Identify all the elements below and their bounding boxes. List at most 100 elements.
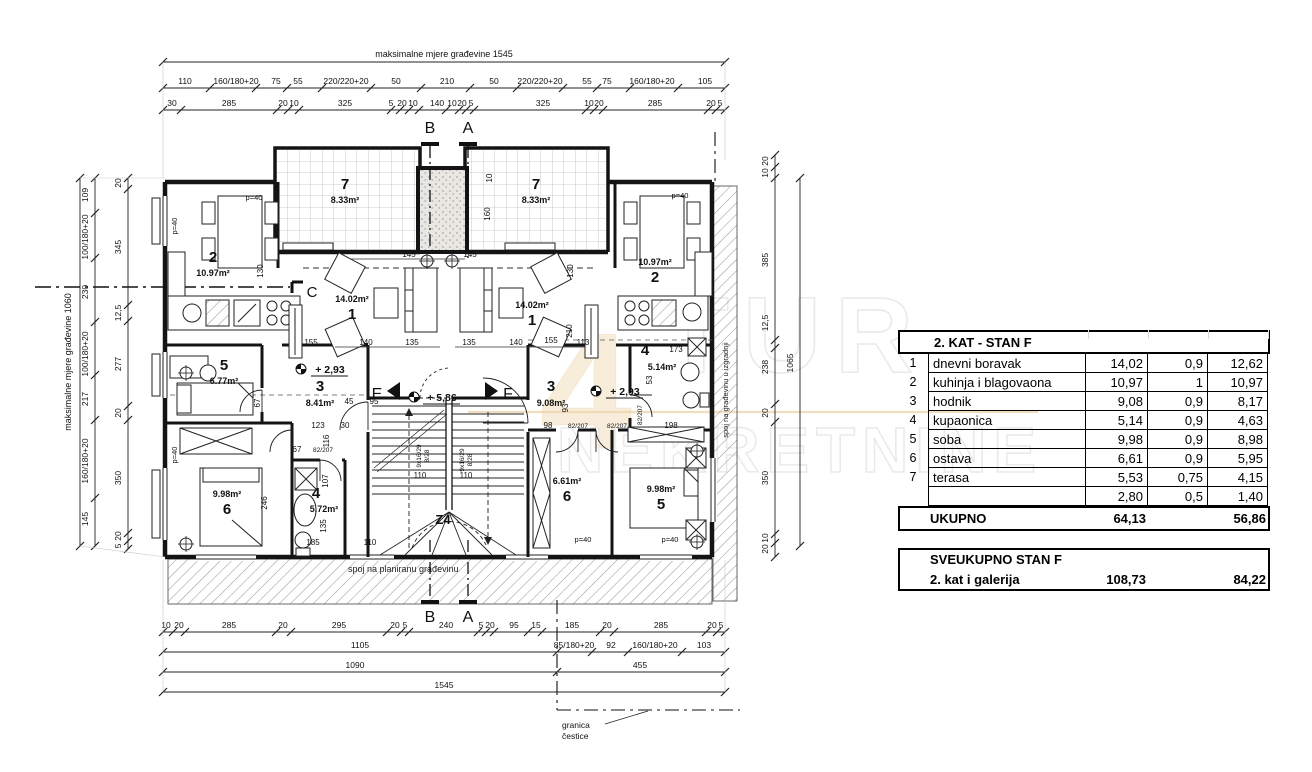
svg-text:95: 95 bbox=[370, 397, 379, 406]
svg-text:217: 217 bbox=[80, 392, 90, 406]
ghost-gridline bbox=[1268, 330, 1269, 339]
svg-text:240: 240 bbox=[439, 620, 453, 630]
svg-text:110: 110 bbox=[178, 76, 192, 86]
svg-text:75: 75 bbox=[602, 76, 612, 86]
svg-text:113: 113 bbox=[577, 338, 590, 347]
svg-text:4: 4 bbox=[641, 342, 650, 359]
svg-text:7: 7 bbox=[341, 176, 349, 193]
parcel-boundary-label: granica čestice bbox=[562, 710, 649, 741]
guide-lines bbox=[79, 62, 726, 692]
svg-text:9x16/29: 9x16/29 bbox=[459, 448, 466, 472]
grand-label-2: 2. kat i galerija bbox=[930, 571, 1020, 587]
svg-text:30: 30 bbox=[167, 98, 177, 108]
svg-text:3: 3 bbox=[316, 378, 324, 395]
level-marks: + 2,93 + 5,86 + 2,93 bbox=[295, 363, 643, 405]
svg-text:9.98m²: 9.98m² bbox=[647, 484, 676, 494]
svg-text:10: 10 bbox=[485, 173, 494, 182]
svg-text:220/220+20: 220/220+20 bbox=[323, 76, 368, 86]
interior-dimensions: 145 130 155 140 135 67 45 95 123 30 67 8… bbox=[253, 173, 683, 547]
svg-text:123: 123 bbox=[311, 421, 325, 430]
svg-text:67: 67 bbox=[293, 445, 302, 454]
svg-text:12,5: 12,5 bbox=[113, 304, 123, 321]
table-gap bbox=[898, 531, 1270, 548]
svg-text:220/220+20: 220/220+20 bbox=[517, 76, 562, 86]
dimensions-bottom: 10 20 285 20 295 20 5 240 5 20 95 15 185… bbox=[158, 620, 730, 741]
svg-text:10: 10 bbox=[584, 98, 594, 108]
table-row: 6 ostava 6,61 0,9 5,95 bbox=[898, 449, 1270, 468]
terraces-and-shaft bbox=[273, 146, 610, 254]
svg-text:+ 2,93: + 2,93 bbox=[610, 386, 640, 398]
svg-text:135: 135 bbox=[405, 338, 419, 347]
svg-text:p=40: p=40 bbox=[246, 193, 263, 202]
svg-text:20: 20 bbox=[457, 98, 467, 108]
svg-text:10: 10 bbox=[161, 620, 171, 630]
table-row: 1 dnevni boravak 14,02 0,9 12,62 bbox=[898, 354, 1270, 373]
svg-text:20: 20 bbox=[278, 620, 288, 630]
svg-text:5: 5 bbox=[719, 620, 724, 630]
svg-text:92: 92 bbox=[606, 640, 616, 650]
svg-text:145: 145 bbox=[80, 512, 90, 526]
ghost-gridline bbox=[1148, 330, 1149, 339]
svg-text:maksimalne mjere građevine 154: maksimalne mjere građevine 1545 bbox=[375, 49, 513, 59]
svg-text:6.61m²: 6.61m² bbox=[553, 476, 582, 486]
svg-text:85/180+20: 85/180+20 bbox=[554, 640, 595, 650]
svg-text:110: 110 bbox=[414, 471, 427, 480]
svg-text:+ 5,86: + 5,86 bbox=[427, 392, 457, 404]
svg-text:238: 238 bbox=[760, 360, 770, 374]
svg-text:173: 173 bbox=[669, 345, 683, 354]
area-table: 2. KAT - STAN F 1 dnevni boravak 14,02 0… bbox=[898, 330, 1270, 591]
svg-text:155: 155 bbox=[304, 338, 318, 347]
section-markers: B A B A C E F bbox=[290, 120, 513, 626]
svg-text:8/28: 8/28 bbox=[467, 453, 474, 466]
svg-text:15: 15 bbox=[531, 620, 541, 630]
svg-text:5: 5 bbox=[718, 98, 723, 108]
svg-text:3: 3 bbox=[547, 378, 555, 395]
svg-text:10: 10 bbox=[447, 98, 457, 108]
svg-text:110: 110 bbox=[364, 538, 377, 547]
svg-text:granica: granica bbox=[562, 720, 590, 730]
svg-text:105: 105 bbox=[698, 76, 712, 86]
svg-text:135: 135 bbox=[319, 519, 328, 533]
svg-text:55: 55 bbox=[293, 76, 303, 86]
svg-text:455: 455 bbox=[633, 660, 647, 670]
table-body: 1 dnevni boravak 14,02 0,9 12,62 2 kuhin… bbox=[898, 354, 1270, 506]
svg-text:185: 185 bbox=[565, 620, 579, 630]
svg-text:350: 350 bbox=[113, 471, 123, 485]
svg-text:9.08m²: 9.08m² bbox=[537, 398, 566, 408]
svg-text:246: 246 bbox=[260, 496, 269, 510]
svg-text:140: 140 bbox=[430, 98, 444, 108]
svg-text:5: 5 bbox=[389, 98, 394, 108]
svg-text:p=40: p=40 bbox=[672, 191, 689, 200]
total-label: UKUPNO bbox=[930, 511, 987, 526]
svg-text:210: 210 bbox=[440, 76, 454, 86]
table-total-row: UKUPNO 64,13 56,86 bbox=[898, 506, 1270, 531]
svg-text:8.33m²: 8.33m² bbox=[522, 195, 551, 205]
svg-text:1065: 1065 bbox=[785, 353, 795, 372]
svg-text:20: 20 bbox=[485, 620, 495, 630]
svg-text:210: 210 bbox=[565, 324, 574, 338]
svg-text:100/180+20: 100/180+20 bbox=[80, 331, 90, 376]
svg-text:230: 230 bbox=[80, 285, 90, 299]
svg-text:20: 20 bbox=[760, 544, 770, 554]
svg-text:103: 103 bbox=[697, 640, 711, 650]
svg-text:A: A bbox=[463, 609, 474, 626]
svg-text:20: 20 bbox=[594, 98, 604, 108]
svg-text:135: 135 bbox=[462, 338, 476, 347]
grand-area: 108,73 bbox=[1106, 571, 1146, 587]
svg-text:A: A bbox=[463, 120, 474, 137]
svg-text:20: 20 bbox=[397, 98, 407, 108]
svg-text:140: 140 bbox=[359, 338, 373, 347]
svg-text:E: E bbox=[372, 386, 383, 403]
svg-text:55: 55 bbox=[582, 76, 592, 86]
table-row: 2,80 0,5 1,40 bbox=[898, 487, 1270, 506]
svg-text:10.97m²: 10.97m² bbox=[638, 257, 672, 267]
svg-text:155: 155 bbox=[544, 336, 558, 345]
svg-text:285: 285 bbox=[222, 620, 236, 630]
svg-text:350: 350 bbox=[760, 471, 770, 485]
svg-text:6.77m²: 6.77m² bbox=[210, 376, 239, 386]
svg-text:130: 130 bbox=[566, 264, 575, 278]
svg-text:p=40: p=40 bbox=[170, 218, 179, 235]
svg-text:p=40: p=40 bbox=[662, 535, 679, 544]
stair-labels: Z4 9x16/29 8/28 9x16/29 8/28 bbox=[416, 444, 474, 527]
svg-text:5: 5 bbox=[403, 620, 408, 630]
